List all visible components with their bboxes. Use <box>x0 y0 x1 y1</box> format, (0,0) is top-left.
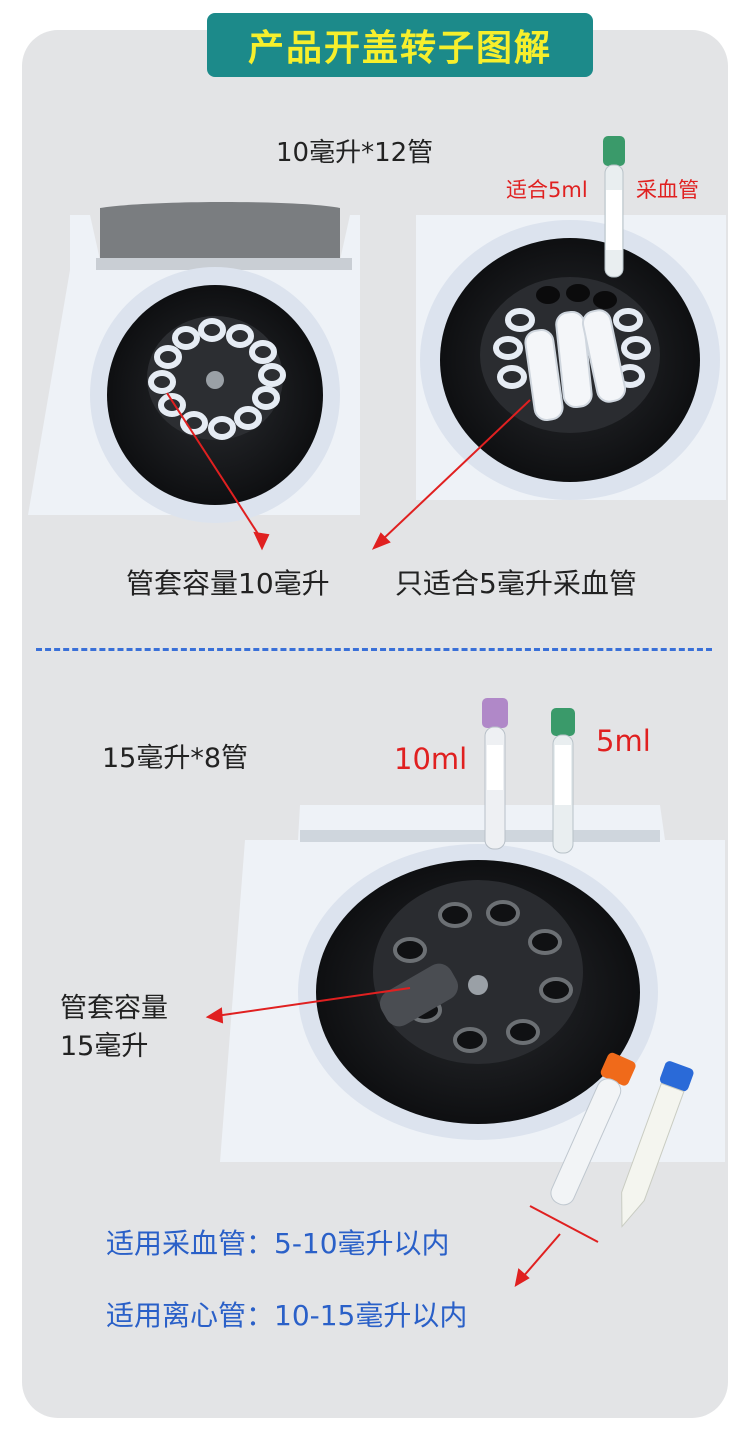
section1-spec: 10毫升*12管 <box>276 138 434 168</box>
tube-label-10ml: 10ml <box>394 742 468 776</box>
orange-cap-centrifuge-tube <box>550 1052 636 1206</box>
section2-spec: 15毫升*8管 <box>102 743 249 774</box>
usage-centrifuge-tube: 适用离心管：10-15毫升以内 <box>106 1299 468 1332</box>
tube-note-left: 适合5ml <box>506 178 588 202</box>
caption-capacity-line1: 管套容量 <box>60 993 168 1024</box>
tube-note-right: 采血管 <box>636 178 699 202</box>
page-title: 产品开盖转子图解 <box>207 13 593 77</box>
green-cap-tube-5ml-top <box>603 136 625 278</box>
blue-cap-conical-tube <box>621 1061 694 1228</box>
centrifuge-5ml-tube-image <box>416 215 726 500</box>
centrifuge-12-tube-image <box>28 202 360 523</box>
centrifuge-8-tube-image <box>220 805 725 1162</box>
tube-label-5ml: 5ml <box>596 724 651 758</box>
caption-capacity-line2: 15毫升 <box>60 1031 149 1062</box>
green-cap-tube-5ml <box>551 708 575 854</box>
section-divider <box>36 648 712 651</box>
usage-blood-tube: 适用采血管：5-10毫升以内 <box>106 1227 450 1260</box>
caption-right: 只适合5毫升采血管 <box>395 567 637 600</box>
purple-cap-tube-10ml <box>482 698 508 850</box>
caption-left: 管套容量10毫升 <box>126 567 330 600</box>
